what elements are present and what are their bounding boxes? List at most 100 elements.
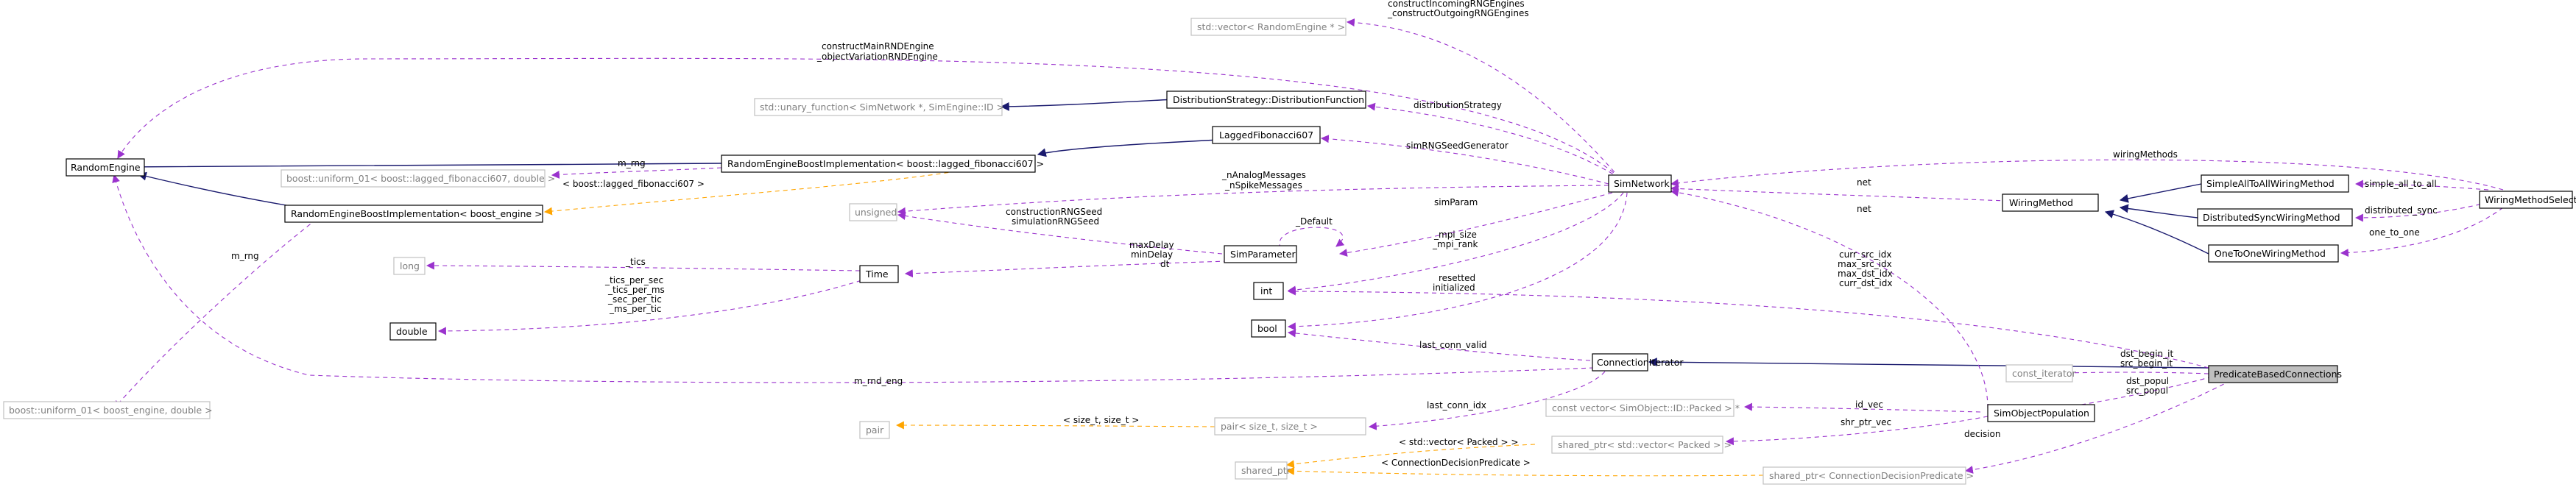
edge-const-vector-to-population <box>1743 402 1981 413</box>
edge-tmpl-boost-impl <box>543 169 965 216</box>
node-distribution-function-label: DistributionStrategy::DistributionFuncti… <box>1173 94 1364 105</box>
node-one-to-one-wiring[interactable]: OneToOneWiringMethod <box>2208 244 2339 263</box>
label-spike-messages: _nSpikeMessages <box>1224 180 1302 191</box>
node-sim-network[interactable]: SimNetwork <box>1608 174 1672 193</box>
label-net-population: net <box>1857 204 1871 214</box>
edge-onetoone-to-selector <box>2340 207 2504 257</box>
node-shared-ptr-vector-label: shared_ptr< std::vector< Packed > > <box>1558 439 1732 450</box>
node-int-label: int <box>1260 285 1272 296</box>
edge-const-iterator-to-predicate <box>2060 369 2209 377</box>
edge-parameter-self <box>1279 227 1345 249</box>
edge-pair-size-to-iterator <box>1368 371 1606 430</box>
label-dt: dt <box>1160 259 1170 269</box>
label-mpi-size: _mpi_size <box>1433 230 1477 240</box>
label-initialized: initialized <box>1433 283 1475 293</box>
label-m-rng-lower: m_rng <box>231 251 259 261</box>
node-boost-impl-engine-label: RandomEngineBoostImplementation< boost_e… <box>291 208 543 219</box>
edge-simple-to-selector <box>2354 180 2489 191</box>
node-uniform-engine-label: boost::uniform_01< boost_engine, double … <box>9 405 213 416</box>
edge-int-to-predicate <box>1287 287 2209 369</box>
node-double: double <box>389 322 437 341</box>
label-default: _Default <box>1295 216 1333 227</box>
edge-bool-to-network <box>1287 192 1628 331</box>
edge-double-to-time <box>437 277 869 335</box>
node-distributed-wiring-label: DistributedSyncWiringMethod <box>2203 212 2340 223</box>
node-sim-object-population-label: SimObjectPopulation <box>1994 408 2089 419</box>
edge-random-to-iterator <box>112 174 1595 383</box>
label-simple-all-to-all: simple_all_to_all <box>2365 179 2437 189</box>
edge-network-to-wiring <box>1670 184 2025 202</box>
label-ms-per-tic: _ms_per_tic <box>609 304 662 314</box>
label-last-conn-valid: last_conn_valid <box>1419 340 1487 350</box>
label-dst-popul: dst_popul <box>2126 376 2169 386</box>
node-distributed-wiring[interactable]: DistributedSyncWiringMethod <box>2197 208 2353 227</box>
node-simple-wiring[interactable]: SimpleAllToAllWiringMethod <box>2201 174 2349 193</box>
edge-long-to-time <box>426 261 861 271</box>
edge-wiring-selector-to-network <box>1670 159 2504 191</box>
node-shared-ptr-label: shared_ptr <box>1241 465 1291 476</box>
node-bool-label: bool <box>1257 323 1277 334</box>
node-boost-impl-lagged[interactable]: RandomEngineBoostImplementation< boost::… <box>721 154 1044 173</box>
node-wiring-selector-label: WiringMethodSelector <box>2485 194 2576 205</box>
label-id-vec: id_vec <box>1855 399 1883 410</box>
edge-predicate-to-connection-iterator <box>1648 358 2209 369</box>
label-distribution-strategy: distributionStrategy <box>1414 100 1502 110</box>
label-last-conn-idx: last_conn_idx <box>1427 400 1486 411</box>
node-wiring-method[interactable]: WiringMethod <box>2002 193 2099 212</box>
node-distribution-function[interactable]: DistributionStrategy::DistributionFuncti… <box>1166 90 1366 109</box>
label-sim-rng-seed-generator: simRNGSeedGenerator <box>1406 141 1508 151</box>
node-unsigned-label: unsigned <box>855 207 897 218</box>
node-sim-network-label: SimNetwork <box>1614 178 1670 189</box>
node-connection-iterator[interactable]: ConnectionIterator <box>1592 353 1684 372</box>
label-min-delay: minDelay <box>1131 249 1173 260</box>
node-simple-wiring-label: SimpleAllToAllWiringMethod <box>2206 178 2335 189</box>
node-uniform-lagged: boost::uniform_01< boost::lagged_fibonac… <box>280 169 555 188</box>
edge-simple-to-wiring <box>2119 183 2202 203</box>
node-connection-iterator-label: ConnectionIterator <box>1597 357 1684 368</box>
node-const-vector-packed: const vector< SimObject::ID::Packed > * <box>1545 399 1740 417</box>
edge-lagged-to-network <box>1320 135 1609 185</box>
edge-onetoone-to-wiring <box>2104 210 2209 255</box>
node-vector-random-engine: std::vector< RandomEngine * > <box>1190 18 1347 36</box>
node-shared-ptr-decision-label: shared_ptr< ConnectionDecisionPredicate … <box>1769 470 1974 481</box>
node-bool: bool <box>1251 319 1286 338</box>
edge-uniform-engine-to-impl <box>113 218 317 409</box>
node-time-label: Time <box>865 269 889 280</box>
edge-distributed-to-selector <box>2354 202 2489 222</box>
label-shr-ptr-vec: shr_ptr_vec <box>1841 417 1891 427</box>
label-max-src-idx: max_src_idx <box>1838 259 1892 269</box>
label-max-delay: maxDelay <box>1129 240 1174 250</box>
label-src-popul: src_popul <box>2126 385 2168 396</box>
node-time[interactable]: Time <box>859 265 899 283</box>
node-wiring-method-label: WiringMethod <box>2009 197 2073 208</box>
label-construction-seed: constructionRNGSeed <box>1006 207 1102 217</box>
node-unary-function: std::unary_function< SimNetwork *, SimEn… <box>754 98 1004 116</box>
node-const-iterator: const_iterator <box>2005 364 2077 383</box>
edge-boost-impl-to-random-engine <box>119 162 722 171</box>
label-tics-per-ms: _tics_per_ms <box>607 285 665 295</box>
node-wiring-selector[interactable]: WiringMethodSelector <box>2479 191 2576 209</box>
label-analog-messages: _nAnalogMessages <box>1221 170 1306 180</box>
label-decision: decision <box>1964 429 2000 439</box>
edge-shared-vector-to-population <box>1725 416 1989 446</box>
node-pair-size-label: pair< size_t, size_t > <box>1221 421 1318 432</box>
node-sim-parameter-label: SimParameter <box>1230 249 1296 260</box>
node-unsigned: unsigned <box>849 203 897 221</box>
node-predicate-based-connections: PredicateBasedConnections <box>2208 365 2342 383</box>
label-construct-incoming: constructIncomingRNGEngines <box>1388 0 1525 9</box>
node-long: long <box>393 257 426 275</box>
diagram-nodes: RandomEngine RandomEngineBoostImplementa… <box>3 18 2576 485</box>
node-boost-impl-engine[interactable]: RandomEngineBoostImplementation< boost_e… <box>284 205 543 223</box>
node-random-engine[interactable]: RandomEngine <box>66 158 145 177</box>
label-construct-main: constructMainRNDEngine <box>822 41 934 51</box>
node-sim-parameter[interactable]: SimParameter <box>1224 245 1297 263</box>
label-m-rnd-eng: m_rnd_eng <box>854 376 903 386</box>
node-sim-object-population[interactable]: SimObjectPopulation <box>1987 404 2095 422</box>
edge-parameter-to-network <box>1338 192 1613 257</box>
label-curr-src-idx: curr_src_idx <box>1839 249 1891 260</box>
label-decision-tmpl: < ConnectionDecisionPredicate > <box>1381 458 1531 468</box>
node-lagged[interactable]: LaggedFibonacci607 <box>1212 126 1321 144</box>
node-uniform-lagged-label: boost::uniform_01< boost::lagged_fibonac… <box>286 173 555 184</box>
label-net-wiring: net <box>1857 177 1871 188</box>
